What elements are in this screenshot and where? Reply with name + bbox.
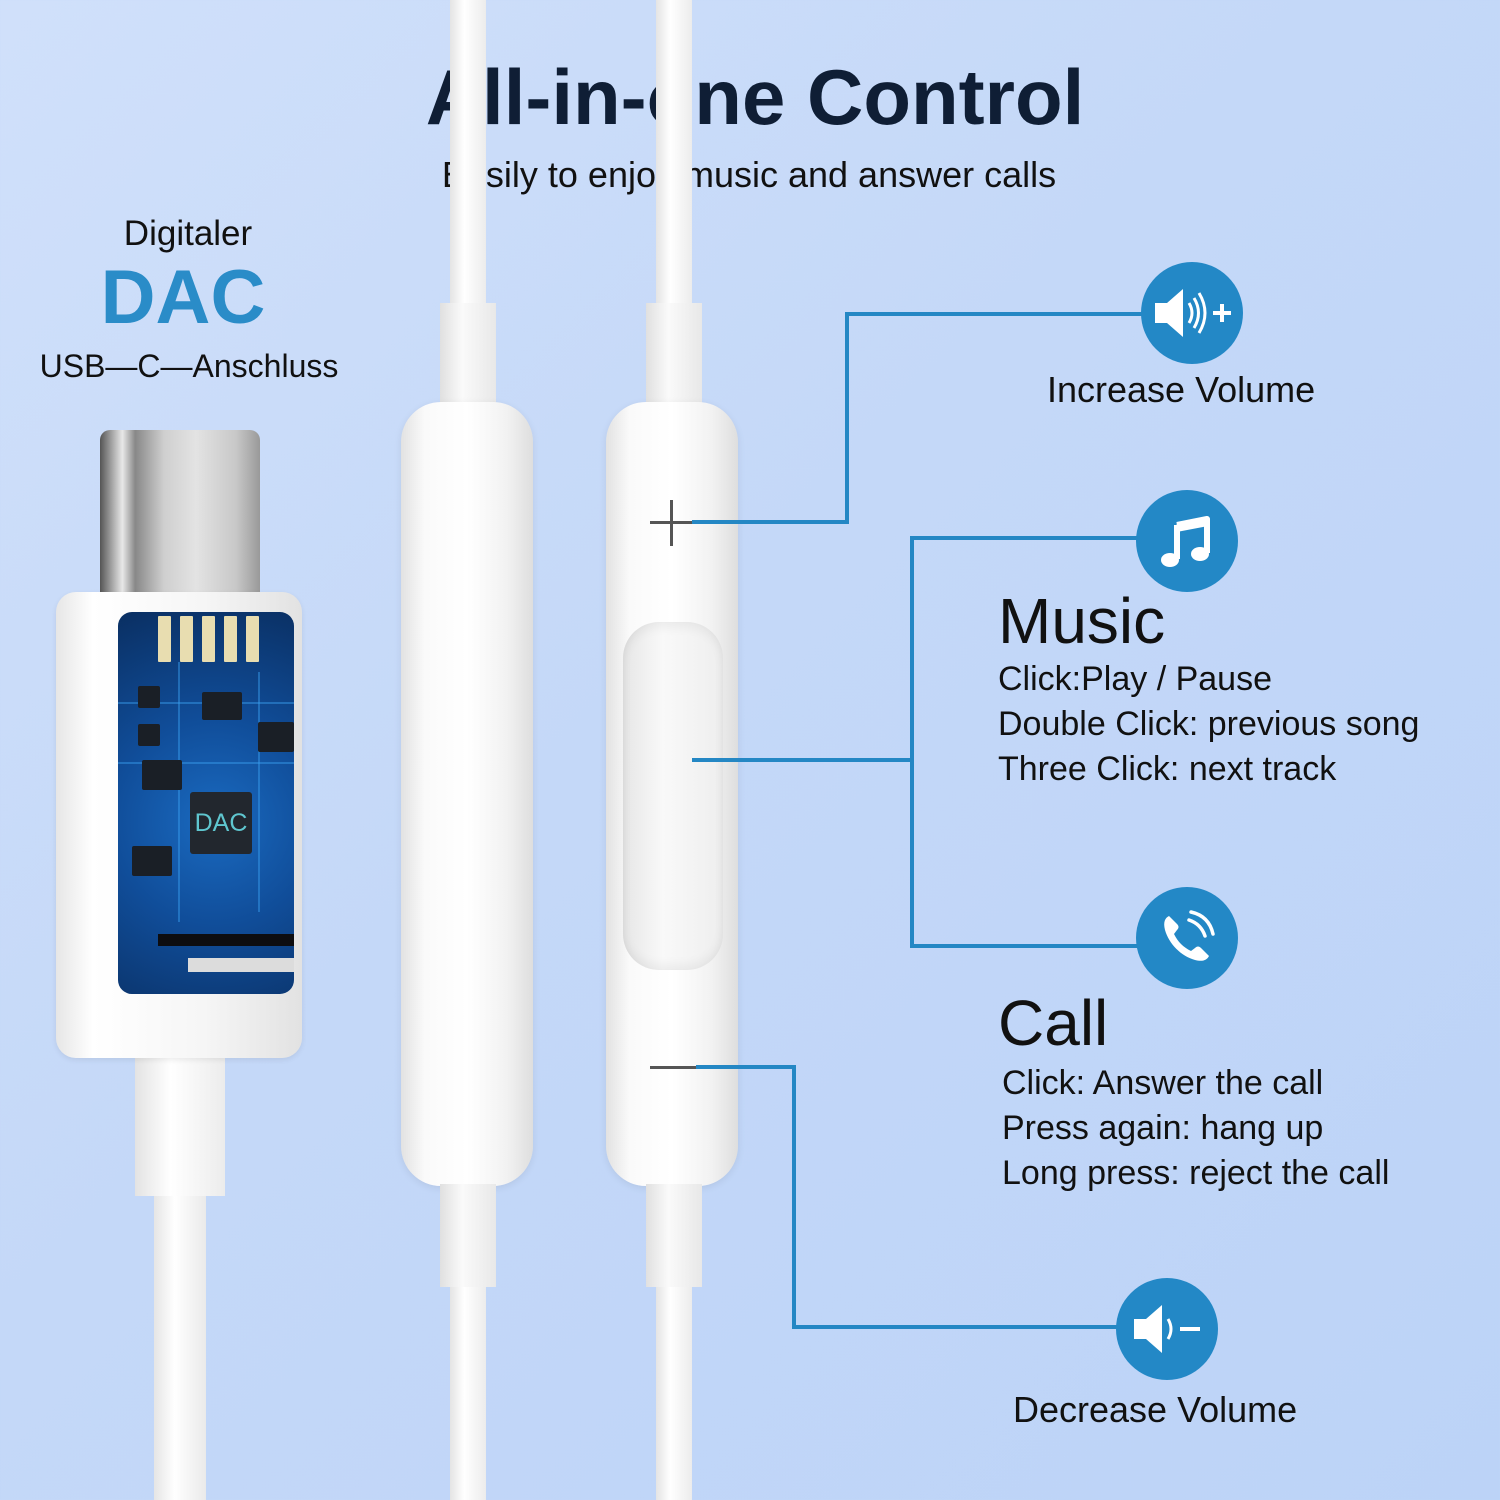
callout-line-music xyxy=(910,536,1140,540)
remote-plus-button-vertical xyxy=(670,500,673,546)
page-title: All-in-one Control xyxy=(425,53,1085,141)
pcb-trace xyxy=(118,762,294,764)
pcb-pin xyxy=(224,616,237,662)
callout-line-call xyxy=(910,944,1140,948)
pcb-trace xyxy=(258,672,260,912)
usbc-metal-tip xyxy=(100,430,260,610)
phone-call-icon xyxy=(1136,887,1238,989)
left-cable-bottom xyxy=(450,1287,486,1500)
right-cable-top xyxy=(656,0,692,310)
music-line: Three Click: next track xyxy=(998,750,1337,788)
decrease-volume-label: Decrease Volume xyxy=(1013,1389,1298,1430)
page-subtitle: Easily to enjoy music and answer calls xyxy=(441,154,1057,195)
dac-chip: DAC xyxy=(190,792,252,854)
usbc-strain-relief xyxy=(135,1050,225,1196)
right-sleeve-top xyxy=(646,303,702,406)
dac-label-top: Digitaler xyxy=(123,214,253,253)
call-line: Press again: hang up xyxy=(1002,1109,1324,1147)
pcb-chip xyxy=(202,692,242,720)
pcb-connector xyxy=(188,958,294,972)
usbc-cable xyxy=(154,1190,206,1500)
volume-up-icon xyxy=(1141,262,1243,364)
dac-label-bottom: USB—C—Anschluss xyxy=(39,348,339,384)
remote-center-button[interactable] xyxy=(623,622,723,970)
pcb-chip xyxy=(142,760,182,790)
left-inline-housing xyxy=(401,402,533,1186)
right-sleeve-bottom xyxy=(646,1184,702,1287)
call-line: Long press: reject the call xyxy=(1002,1154,1390,1192)
pcb-pin xyxy=(246,616,259,662)
pcb-pin xyxy=(180,616,193,662)
right-cable-bottom xyxy=(656,1287,692,1500)
callout-line-minus xyxy=(696,1065,796,1069)
callout-line-minus xyxy=(792,1065,796,1329)
dac-label-main: DAC xyxy=(100,255,266,340)
callout-line-center xyxy=(692,758,914,762)
increase-volume-label: Increase Volume xyxy=(1047,369,1316,410)
volume-down-icon xyxy=(1116,1278,1218,1380)
call-title: Call xyxy=(998,987,1109,1059)
pcb-connector xyxy=(158,934,294,946)
pcb-chip xyxy=(138,724,160,746)
dac-circuit-board: DAC xyxy=(118,612,294,994)
left-cable-top xyxy=(450,0,486,310)
callout-line-plus xyxy=(692,520,848,524)
callout-line-plus xyxy=(845,312,849,524)
music-title: Music xyxy=(998,585,1166,657)
callout-line-plus xyxy=(845,312,1145,316)
music-line: Double Click: previous song xyxy=(998,705,1420,743)
pcb-trace xyxy=(178,662,180,922)
callout-line-bracket xyxy=(910,536,914,948)
pcb-chip xyxy=(132,846,172,876)
left-sleeve-top xyxy=(440,303,496,406)
pcb-pin xyxy=(158,616,171,662)
pcb-chip xyxy=(138,686,160,708)
remote-minus-button[interactable] xyxy=(650,1066,696,1069)
pcb-chip xyxy=(258,722,294,752)
music-note-icon xyxy=(1136,490,1238,592)
pcb-pin xyxy=(202,616,215,662)
call-line: Click: Answer the call xyxy=(1002,1064,1324,1102)
music-line: Click:Play / Pause xyxy=(998,660,1272,698)
left-sleeve-bottom xyxy=(440,1184,496,1287)
callout-line-minus xyxy=(792,1325,1122,1329)
